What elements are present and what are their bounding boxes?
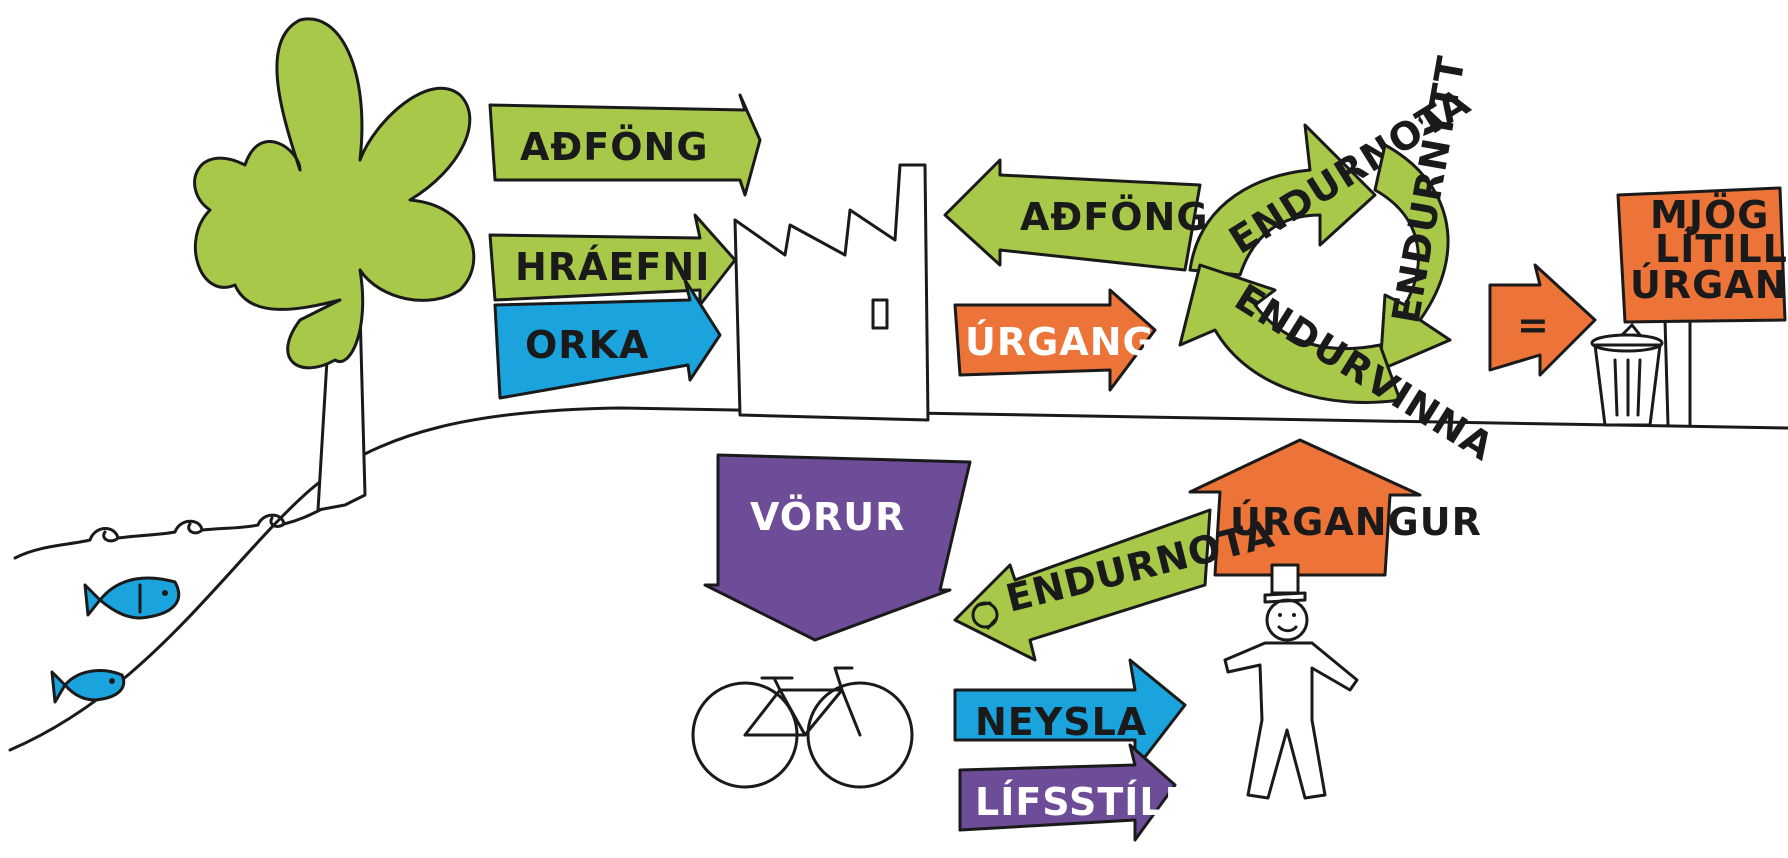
label-equals: = [1517, 303, 1550, 347]
label-sign-line-2: LÍTILL [1655, 227, 1788, 271]
arrow-recover-cycle [1373, 143, 1452, 372]
label-consumption: NEYSLA [975, 700, 1147, 744]
arrow-goods: VÖRUR [703, 453, 972, 642]
factory-icon [733, 163, 930, 422]
recycle-icon [971, 601, 999, 630]
arrow-raw-material: HRÁEFNI [488, 213, 737, 307]
label-waste-up: ÚRGANGUR [1230, 500, 1482, 544]
arrow-equals: = [1488, 263, 1597, 377]
arrow-waste-out: ÚRGANGUR [953, 288, 1217, 392]
label-energy: ORKA [525, 323, 649, 367]
arrow-reuse-back: ENDURNOTA [953, 508, 1279, 662]
bicycle-icon [691, 666, 914, 789]
label-inputs-top: AÐFÖNG [520, 125, 709, 169]
label-waste-out: ÚRGANGUR [965, 320, 1217, 364]
arrow-reuse-cycle [1188, 123, 1377, 277]
trash-can-icon [1590, 323, 1664, 427]
waves-icon [13, 508, 322, 560]
fish-icon [50, 669, 126, 704]
arrow-consumption: NEYSLA [953, 658, 1187, 772]
arrow-lifestyle: LÍFSSTÍLL [958, 743, 1190, 842]
label-raw-material: HRÁEFNI [515, 245, 710, 289]
minimal-waste-sign: MJÖG LÍTILL ÚRGANGUR [1616, 186, 1788, 427]
arrow-waste-up: ÚRGANGUR [1188, 438, 1482, 577]
tree-icon [193, 17, 476, 512]
person-icon [1223, 563, 1359, 800]
arrow-inputs-return: AÐFÖNG [943, 158, 1209, 272]
recycle-cycle: ENDURNOTA ENDURNÝTT ENDURVINNA [1178, 53, 1502, 469]
label-sign-line-3: ÚRGANGUR [1630, 263, 1788, 307]
label-sign-line-1: MJÖG [1650, 193, 1769, 237]
arrow-energy: ORKA [493, 278, 722, 400]
label-goods: VÖRUR [750, 495, 905, 539]
label-inputs-return: AÐFÖNG [1020, 195, 1209, 239]
arrow-inputs-top: AÐFÖNG [488, 93, 762, 197]
fish-icon [83, 576, 181, 620]
label-lifestyle: LÍFSSTÍLL [975, 780, 1190, 824]
arrow-recycle-cycle [1178, 263, 1402, 404]
